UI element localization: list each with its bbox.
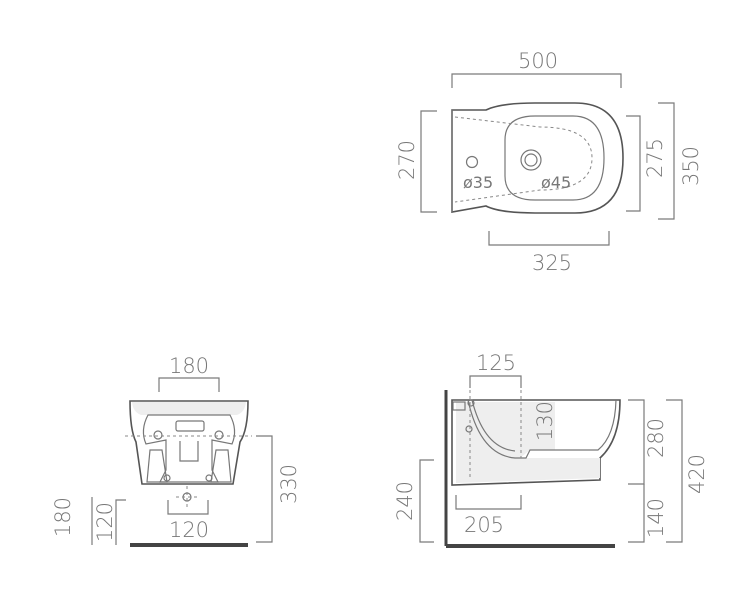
dim-line-205 — [455, 495, 522, 510]
drain-inner-icon — [524, 153, 538, 167]
dim-line-270 — [420, 110, 437, 213]
top-view-outline — [451, 102, 624, 214]
fixing-lower-right-icon — [205, 474, 213, 482]
front-view-bracket — [179, 441, 199, 462]
dim-line-420 — [666, 399, 683, 543]
drain-hole-icon — [520, 149, 542, 171]
side-view-fixing-icon — [465, 425, 473, 433]
dim-label-240: 240 — [393, 481, 417, 521]
dim-label-350: 350 — [679, 146, 703, 186]
front-view: 180 330 120 120 180 — [51, 354, 301, 547]
dim-label-205: 205 — [464, 513, 504, 537]
dim-line-120-h — [167, 500, 209, 515]
dim-label-140: 140 — [644, 498, 668, 538]
dim-label-325: 325 — [532, 251, 572, 275]
side-view-bowl-inner — [471, 399, 516, 452]
dim-label-120-v: 120 — [93, 502, 117, 542]
dim-label-180-v: 180 — [51, 497, 75, 537]
front-view-slot — [175, 420, 205, 432]
side-view-tap-icon — [467, 399, 475, 407]
drain-hole-label: ø45 — [541, 173, 571, 192]
front-view-body — [129, 400, 249, 485]
front-view-rim — [132, 402, 246, 415]
side-view-bracket — [452, 401, 466, 411]
dim-label-420: 420 — [685, 454, 709, 494]
dim-line-325 — [488, 231, 610, 246]
dim-line-140 — [628, 484, 645, 543]
fixing-left-icon — [153, 430, 163, 440]
dim-label-270: 270 — [395, 140, 419, 180]
front-view-foot-right — [210, 449, 232, 483]
dim-line-125 — [469, 375, 522, 388]
top-view: 500 270 275 350 325 ø35 ø45 — [395, 49, 703, 275]
dim-line-500 — [451, 73, 622, 88]
dim-label-130: 130 — [533, 401, 557, 441]
side-view-shade — [456, 402, 600, 483]
dim-line-120-v — [115, 499, 126, 545]
dim-line-280 — [628, 399, 645, 485]
dim-label-330: 330 — [277, 464, 301, 504]
dim-line-240 — [419, 459, 434, 543]
front-view-foot-left — [146, 449, 168, 483]
dim-label-125: 125 — [476, 351, 516, 375]
dim-label-500: 500 — [518, 49, 558, 73]
dim-line-330 — [256, 435, 273, 543]
dim-label-120-h: 120 — [169, 518, 209, 542]
dim-line-350 — [658, 102, 675, 220]
side-view: 125 130 280 140 420 240 205 — [393, 351, 709, 548]
dim-label-275: 275 — [643, 138, 667, 178]
dim-label-280: 280 — [644, 418, 668, 458]
top-view-bowl — [504, 115, 605, 201]
tap-hole-label: ø35 — [463, 173, 493, 192]
dim-line-275 — [626, 115, 641, 212]
dim-line-180-top — [158, 377, 220, 392]
tap-hole-icon — [465, 155, 479, 169]
dim-label-180-top: 180 — [169, 354, 209, 378]
fixing-lower-left-icon — [163, 474, 171, 482]
fixing-right-icon — [214, 430, 224, 440]
